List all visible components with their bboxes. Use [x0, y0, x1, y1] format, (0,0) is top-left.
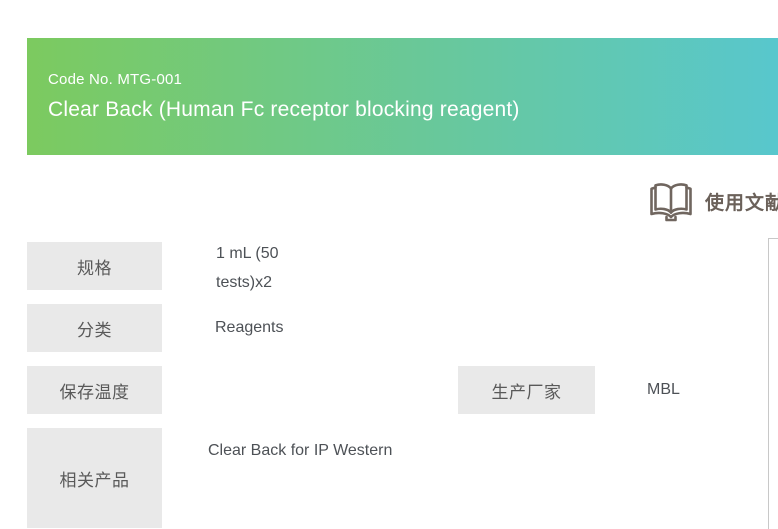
spec-label-box: 规格: [27, 242, 162, 290]
related-product-value: Clear Back for IP Western: [208, 442, 393, 459]
open-book-icon: [648, 180, 694, 223]
product-code: Code No. MTG-001: [48, 70, 183, 88]
usage-literature-link[interactable]: 使用文献: [648, 180, 778, 223]
manufacturer-label-box: 生产厂家: [458, 366, 595, 414]
side-panel-border: [768, 238, 778, 529]
spec-value: 1 mL (50 tests)x2: [216, 245, 279, 291]
usage-literature-label: 使用文献: [705, 193, 778, 214]
product-title: Clear Back (Human Fc receptor blocking r…: [48, 97, 520, 121]
related-products-label-box: 相关产品: [27, 428, 162, 528]
storage-temp-label-box: 保存温度: [27, 366, 162, 414]
category-label-box: 分类: [27, 304, 162, 352]
manufacturer-value: MBL: [647, 381, 680, 398]
product-banner: Code No. MTG-001 Clear Back (Human Fc re…: [27, 38, 778, 155]
category-value: Reagents: [215, 319, 284, 336]
